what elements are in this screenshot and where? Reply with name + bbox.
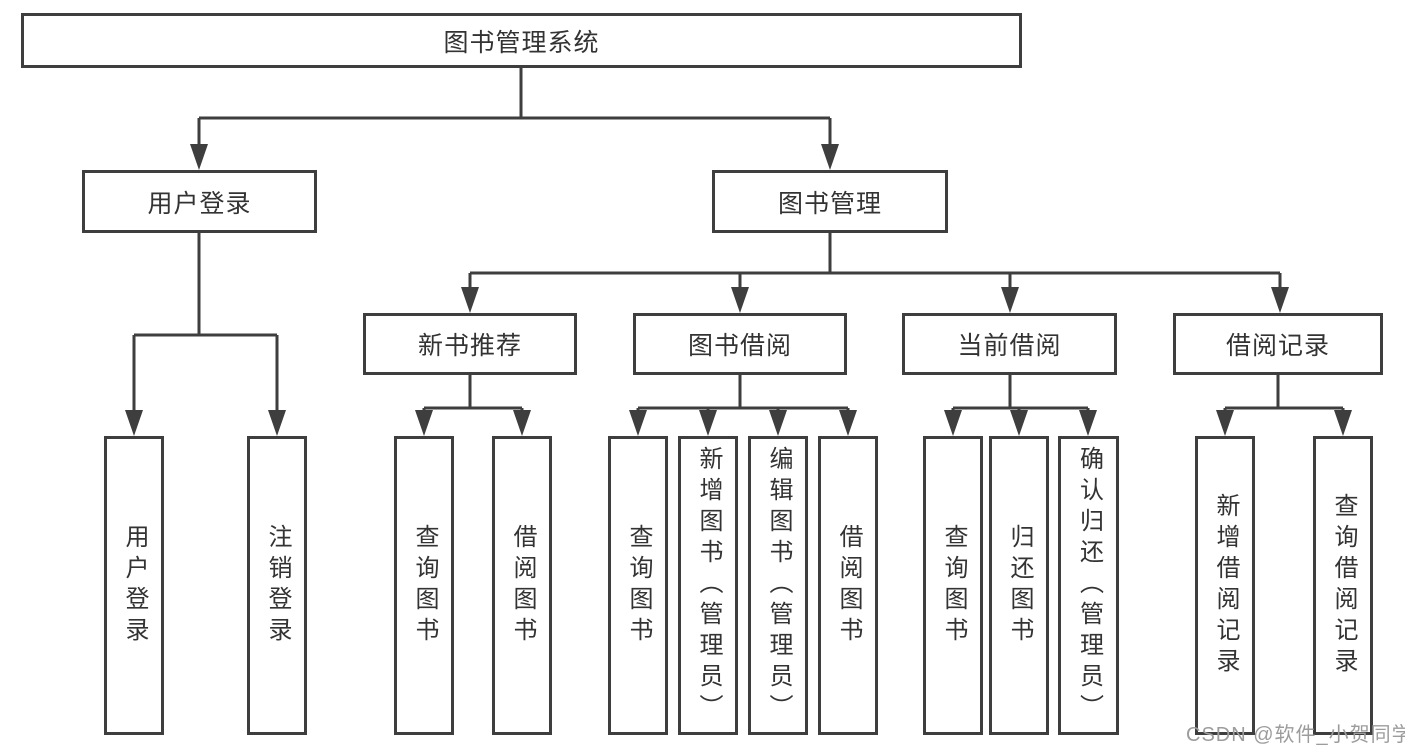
leaf-logout-login: 注销登录 — [247, 436, 307, 735]
leaf-user-login: 用户登录 — [104, 436, 164, 735]
leaf-edit-book-admin: 编辑图书（管理员） — [748, 436, 808, 735]
leaf-add-book-admin: 新增图书（管理员） — [678, 436, 738, 735]
leaf-query-book-recommend: 查询图书 — [394, 436, 454, 735]
node-root: 图书管理系统 — [21, 13, 1022, 68]
csdn-watermark: CSDN @软件_小贺同学 — [1186, 724, 1405, 746]
node-book-management: 图书管理 — [712, 170, 948, 233]
leaf-return-book: 归还图书 — [989, 436, 1049, 735]
node-book-borrow: 图书借阅 — [633, 313, 847, 375]
leaf-borrow-book: 借阅图书 — [818, 436, 878, 735]
leaf-query-book-borrow: 查询图书 — [608, 436, 668, 735]
node-new-book-recommend: 新书推荐 — [363, 313, 577, 375]
leaf-borrow-book-recommend: 借阅图书 — [492, 436, 552, 735]
leaf-query-borrow-record: 查询借阅记录 — [1313, 436, 1373, 735]
node-current-borrow: 当前借阅 — [902, 313, 1117, 375]
arrowheads — [125, 144, 1352, 436]
leaf-confirm-return-admin: 确认归还（管理员） — [1058, 436, 1119, 735]
node-borrow-records: 借阅记录 — [1173, 313, 1383, 375]
node-user-login: 用户登录 — [82, 170, 317, 233]
leaf-add-borrow-record: 新增借阅记录 — [1195, 436, 1255, 735]
leaf-query-book-current: 查询图书 — [923, 436, 983, 735]
